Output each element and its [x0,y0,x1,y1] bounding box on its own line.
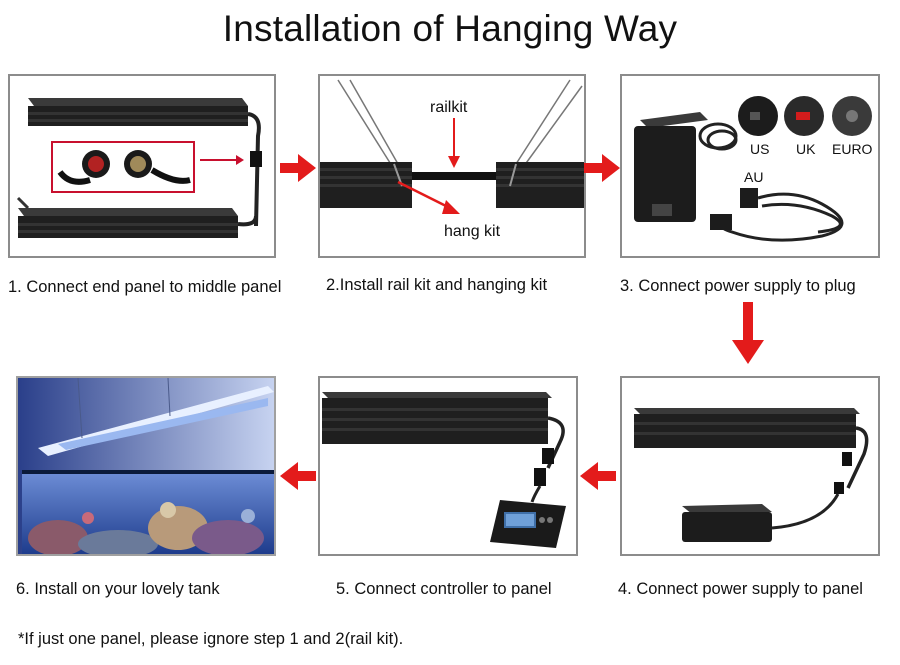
step-3-image: US UK EURO AU [620,74,880,258]
step-4-image [620,376,880,556]
step-6-image [16,376,276,556]
railkit-label: railkit [430,99,468,116]
step-3-caption: 3. Connect power supply to plug [620,277,856,295]
arrow-right-1 [280,154,316,182]
step-2-caption: 2.Install rail kit and hanging kit [326,276,548,294]
page-title: Installation of Hanging Way [222,8,678,49]
footnote: *If just one panel, please ignore step 1… [18,630,404,648]
arrow-down [732,302,764,364]
au-label: AU [744,169,763,185]
step-1-caption: 1. Connect end panel to middle panel [8,278,282,296]
step-1-image [8,74,276,258]
step-2-image: railkit hang kit [318,74,586,258]
step-5-caption: 5. Connect controller to panel [336,580,552,598]
step-4-caption: 4. Connect power supply to panel [618,580,863,598]
step-6-caption: 6. Install on your lovely tank [16,580,220,598]
arrow-right-2 [584,154,620,182]
arrow-left-1 [580,462,616,490]
hangkit-label: hang kit [444,223,501,240]
uk-label: UK [796,141,816,157]
us-label: US [750,141,769,157]
arrow-left-2 [280,462,316,490]
step-5-image [318,376,578,556]
euro-label: EURO [832,141,873,157]
